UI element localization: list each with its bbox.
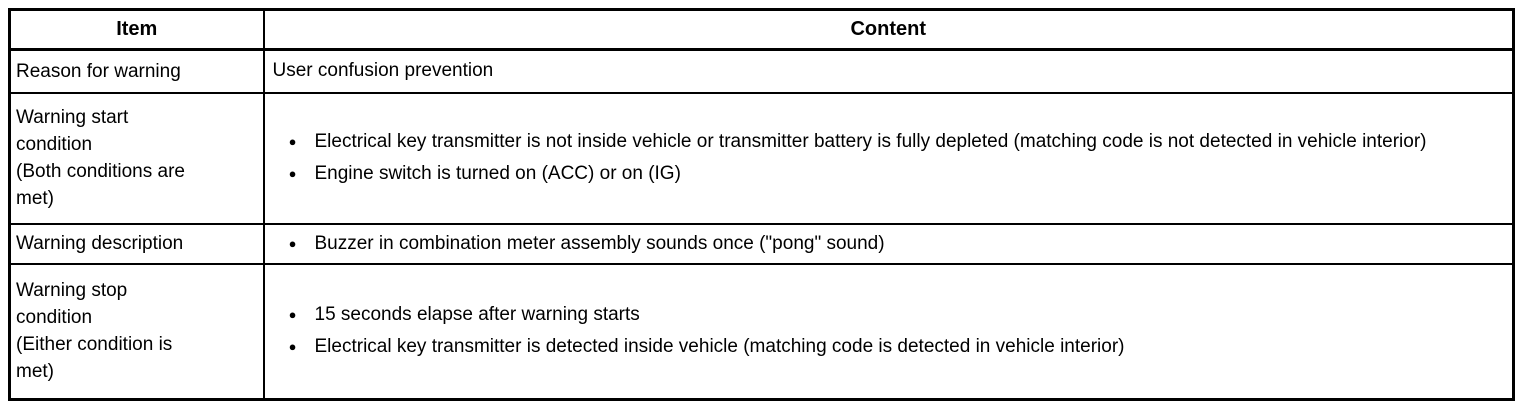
content-text: User confusion prevention	[272, 60, 494, 82]
table-row: Warning start condition (Both conditions…	[8, 91, 1515, 225]
table-row: Warning stop condition (Either condition…	[8, 262, 1515, 401]
bullet-icon: ●	[288, 339, 297, 355]
table-row: Reason for warning User confusion prevent…	[8, 48, 1515, 94]
bullet-item: ● Electrical key transmitter is detected …	[287, 332, 1507, 362]
bullet-text: Electrical key transmitter is not inside…	[314, 131, 1427, 152]
bullet-icon: ●	[288, 307, 297, 323]
bullet-list: ● Buzzer in combination meter assembly so…	[273, 229, 1507, 259]
column-header-item: Item	[8, 8, 265, 51]
bullet-item: ● Buzzer in combination meter assembly so…	[287, 229, 1507, 259]
bullet-list: ● Electrical key transmitter is not insid…	[273, 127, 1507, 189]
table-body: Reason for warning User confusion prevent…	[8, 48, 1515, 401]
item-cell: Warning stop condition (Either condition…	[8, 262, 265, 401]
bullet-text: Engine switch is turned on (ACC) or on (…	[314, 163, 681, 184]
bullet-item: ● Engine switch is turned on (ACC) or on …	[287, 159, 1507, 189]
item-cell: Warning start condition (Both conditions…	[8, 91, 265, 225]
content-cell: ● Buzzer in combination meter assembly so…	[262, 222, 1515, 265]
item-cell: Warning description	[8, 222, 265, 265]
table-row: Warning description ● Buzzer in combinatio…	[8, 222, 1515, 265]
content-cell: ●15 seconds elapse after warning starts●…	[262, 262, 1515, 401]
bullet-text: Buzzer in combination meter assembly sou…	[314, 232, 885, 254]
content-cell: User confusion prevention	[262, 48, 1515, 94]
bullet-list: ●15 seconds elapse after warning starts●…	[273, 300, 1507, 362]
bullet-text: Electrical key transmitter is detected i…	[314, 336, 1125, 358]
bullet-icon: ●	[288, 166, 297, 181]
header-row: Item Content	[8, 8, 1515, 51]
item-cell: Reason for warning	[8, 48, 265, 94]
content-cell: ● Electrical key transmitter is not insid…	[262, 91, 1515, 225]
column-header-content: Content	[262, 8, 1515, 51]
bullet-icon: ●	[288, 235, 297, 251]
bullet-item: ● Electrical key transmitter is not insid…	[287, 127, 1507, 157]
warning-spec-table: Item Content Reason for warning User conf…	[8, 8, 1515, 401]
bullet-text: 15 seconds elapse after warning starts	[314, 304, 640, 326]
bullet-icon: ●	[288, 134, 297, 149]
bullet-item: ● 15 seconds elapse after warning starts	[287, 300, 1507, 330]
